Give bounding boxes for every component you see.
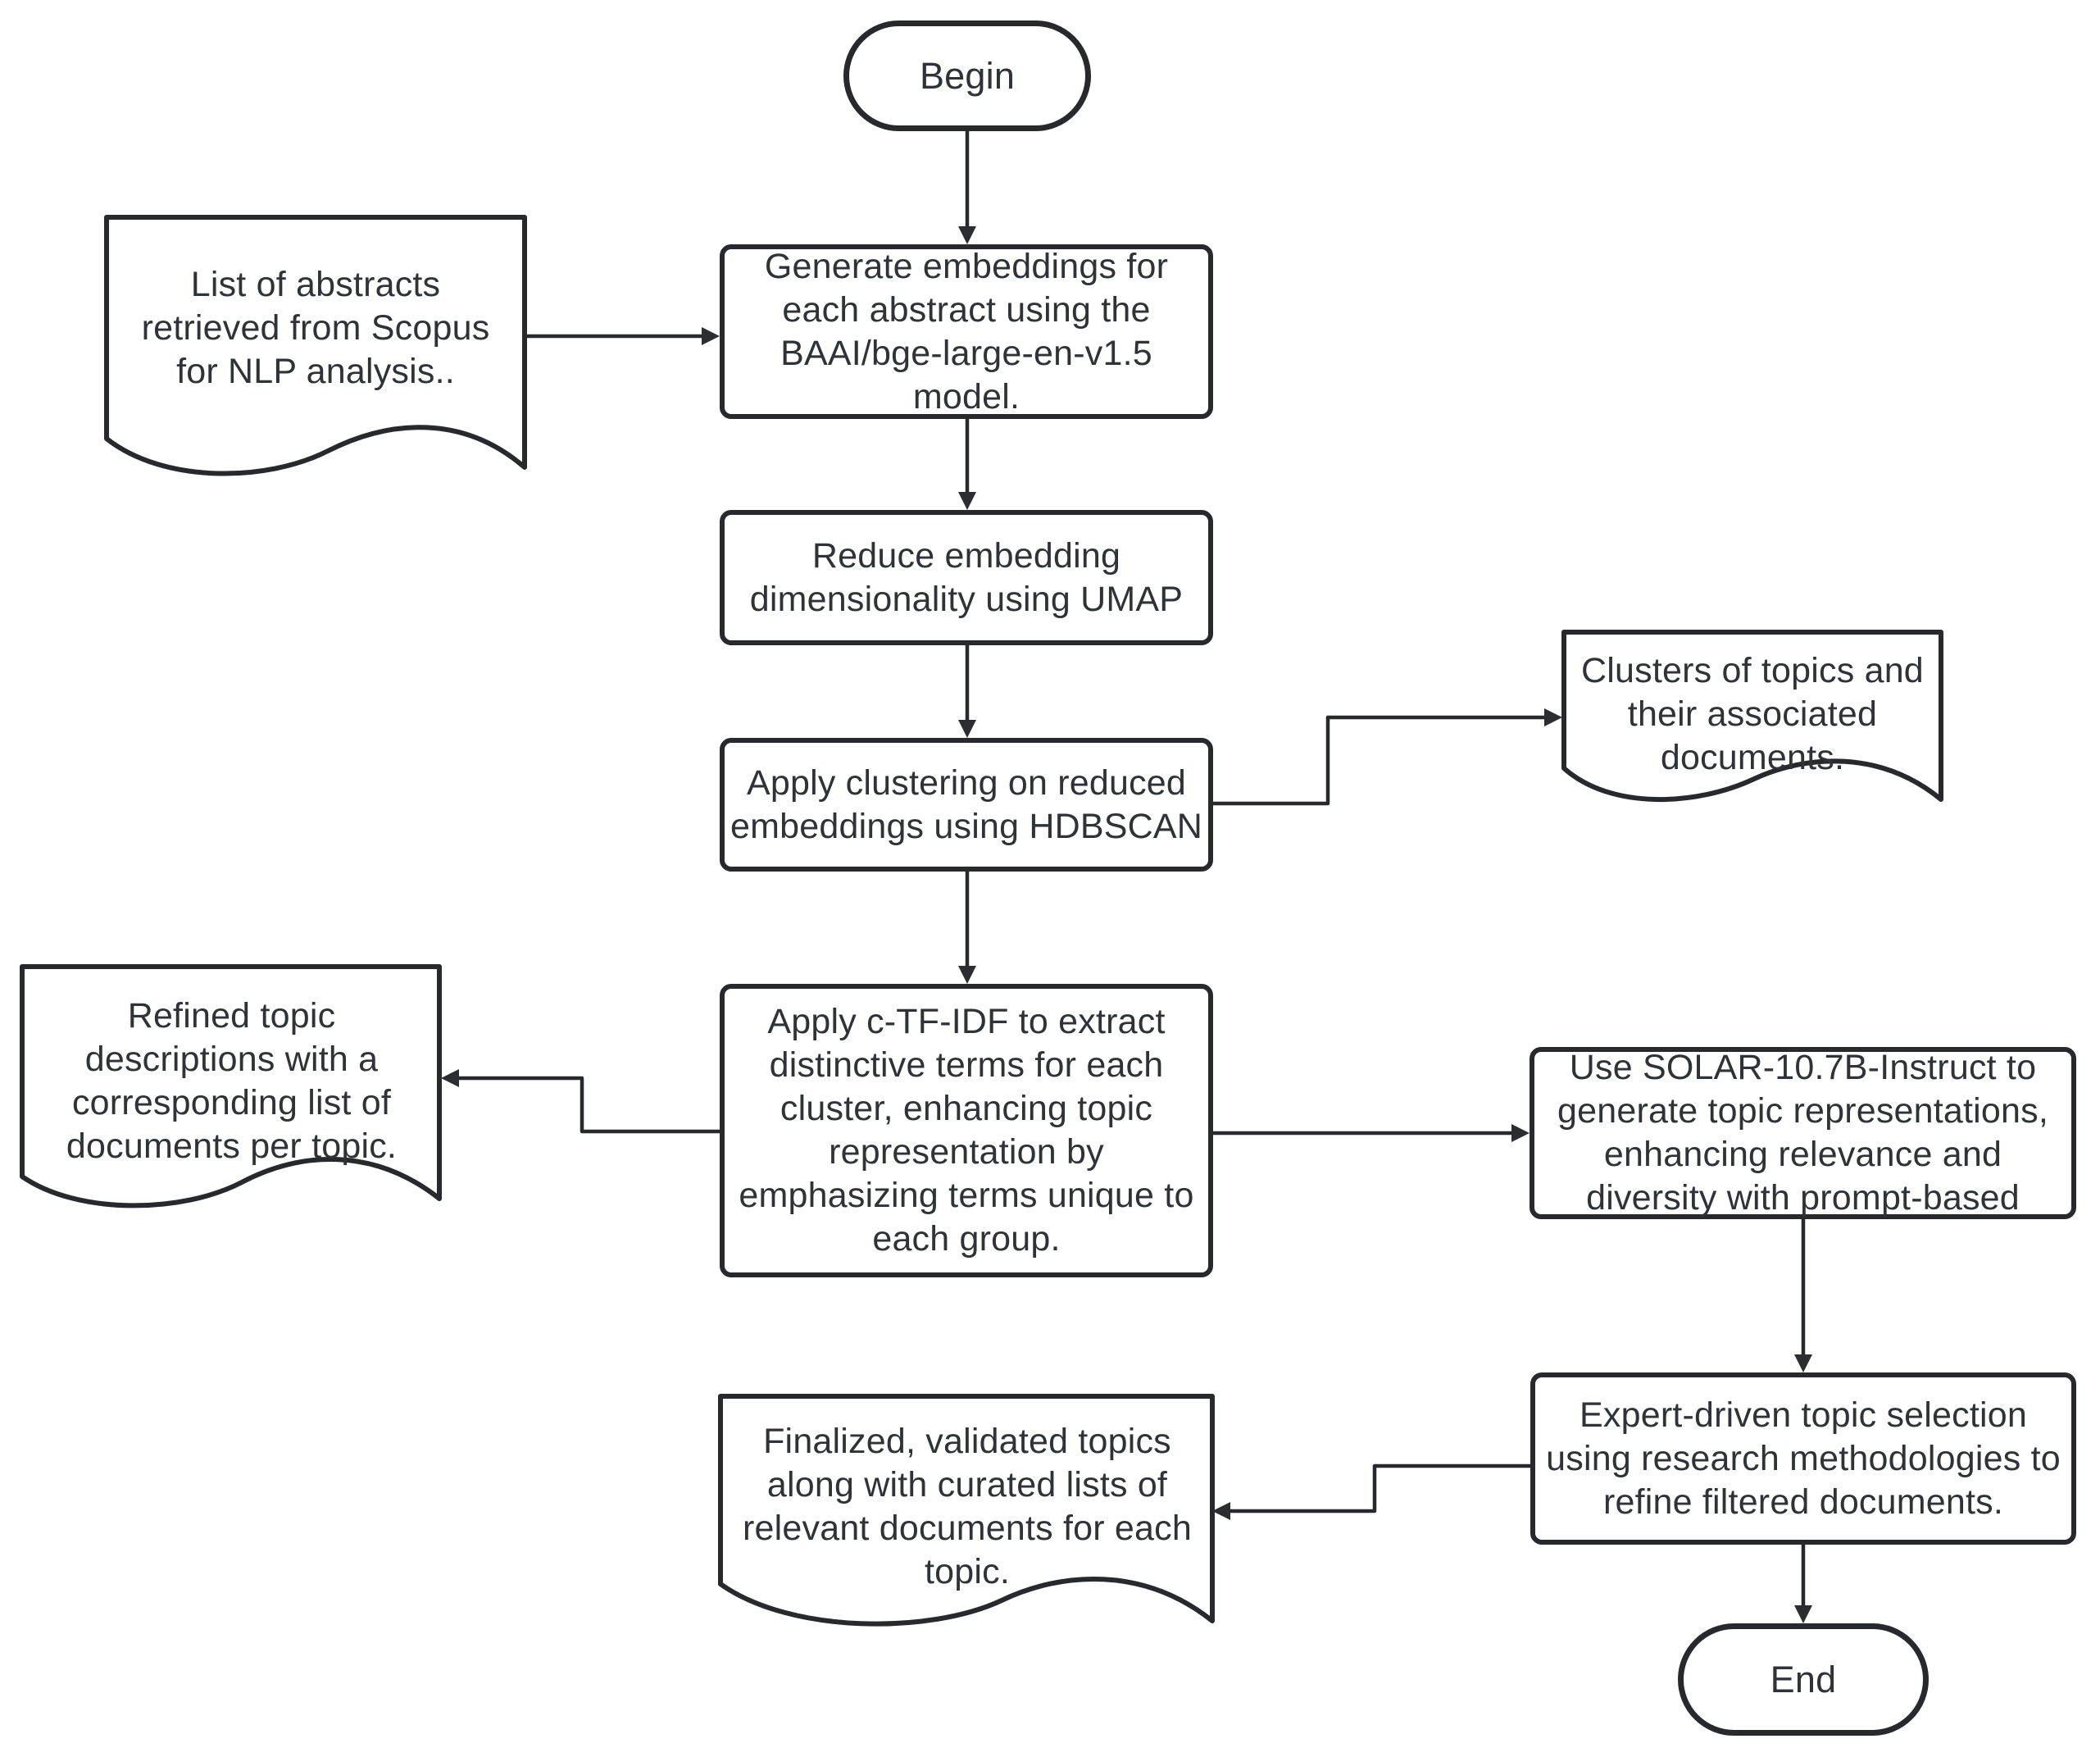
document-refined-topic-descriptions-label: Refined topic descriptions with a corres… <box>66 996 398 1166</box>
terminal-begin: Begin <box>843 20 1091 131</box>
arrowhead-begin-generate <box>958 226 976 244</box>
process-expert-topic-selection-label: Expert-driven topic selection using rese… <box>1546 1395 2061 1522</box>
process-apply-clustering: Apply clustering on reduced embeddings u… <box>720 738 1213 872</box>
process-reduce-dimensionality-label: Reduce embedding dimensionality using UM… <box>749 535 1184 619</box>
process-use-solar-instruct-label: Use SOLAR-10.7B-Instruct to generate top… <box>1557 1048 2049 1218</box>
terminal-end: End <box>1678 1623 1929 1736</box>
document-list-abstracts-label: List of abstracts retrieved from Scopus … <box>141 264 490 391</box>
arrowhead-ctfidf-refineddoc <box>441 1069 459 1087</box>
arrowhead-reduce-cluster <box>958 720 976 738</box>
arrowhead-generate-reduce <box>958 492 976 510</box>
process-apply-ctfidf-label: Apply c-TF-IDF to extract distinctive te… <box>739 1002 1194 1259</box>
document-clusters-of-topics-label: Clusters of topics and their associated … <box>1581 650 1924 777</box>
process-use-solar-instruct: Use SOLAR-10.7B-Instruct to generate top… <box>1530 1047 2076 1219</box>
arrowhead-ctfidf-solar <box>1511 1124 1530 1142</box>
arrowhead-expert-finalizeddoc <box>1212 1502 1230 1520</box>
connector-expert-finalizeddoc <box>1222 1463 1530 1513</box>
document-shape-list-abstracts <box>104 215 527 476</box>
document-finalized-topics: Finalized, validated topics along with c… <box>734 1404 1201 1609</box>
terminal-begin-label: Begin <box>919 55 1016 97</box>
arrowhead-cluster-ctfidf <box>958 966 976 984</box>
document-clusters-of-topics: Clusters of topics and their associated … <box>1574 640 1931 788</box>
process-generate-embeddings-label: Generate embeddings for each abstract us… <box>764 246 1169 416</box>
arrowhead-cluster-clustersdoc <box>1544 708 1562 726</box>
document-list-abstracts: List of abstracts retrieved from Scopus … <box>123 225 508 430</box>
arrowhead-solar-expert <box>1794 1354 1812 1372</box>
process-generate-embeddings: Generate embeddings for each abstract us… <box>720 244 1213 419</box>
process-apply-clustering-label: Apply clustering on reduced embeddings u… <box>730 762 1203 846</box>
document-refined-topic-descriptions: Refined topic descriptions with a corres… <box>37 975 426 1188</box>
document-shape-clusters <box>1561 630 1943 803</box>
connector-cluster-clustersdoc <box>1213 715 1554 806</box>
arrowhead-listdoc-generate <box>702 327 720 345</box>
arrowhead-expert-end <box>1794 1605 1812 1623</box>
document-shape-finalized <box>718 1394 1215 1627</box>
terminal-end-label: End <box>1770 1659 1837 1700</box>
process-expert-topic-selection: Expert-driven topic selection using rese… <box>1530 1372 2076 1545</box>
process-apply-ctfidf: Apply c-TF-IDF to extract distinctive te… <box>720 984 1213 1277</box>
process-reduce-dimensionality: Reduce embedding dimensionality using UM… <box>720 510 1213 645</box>
document-shape-refined <box>20 964 442 1209</box>
document-finalized-topics-label: Finalized, validated topics along with c… <box>743 1422 1192 1591</box>
connector-ctfidf-refineddoc <box>449 1076 720 1134</box>
